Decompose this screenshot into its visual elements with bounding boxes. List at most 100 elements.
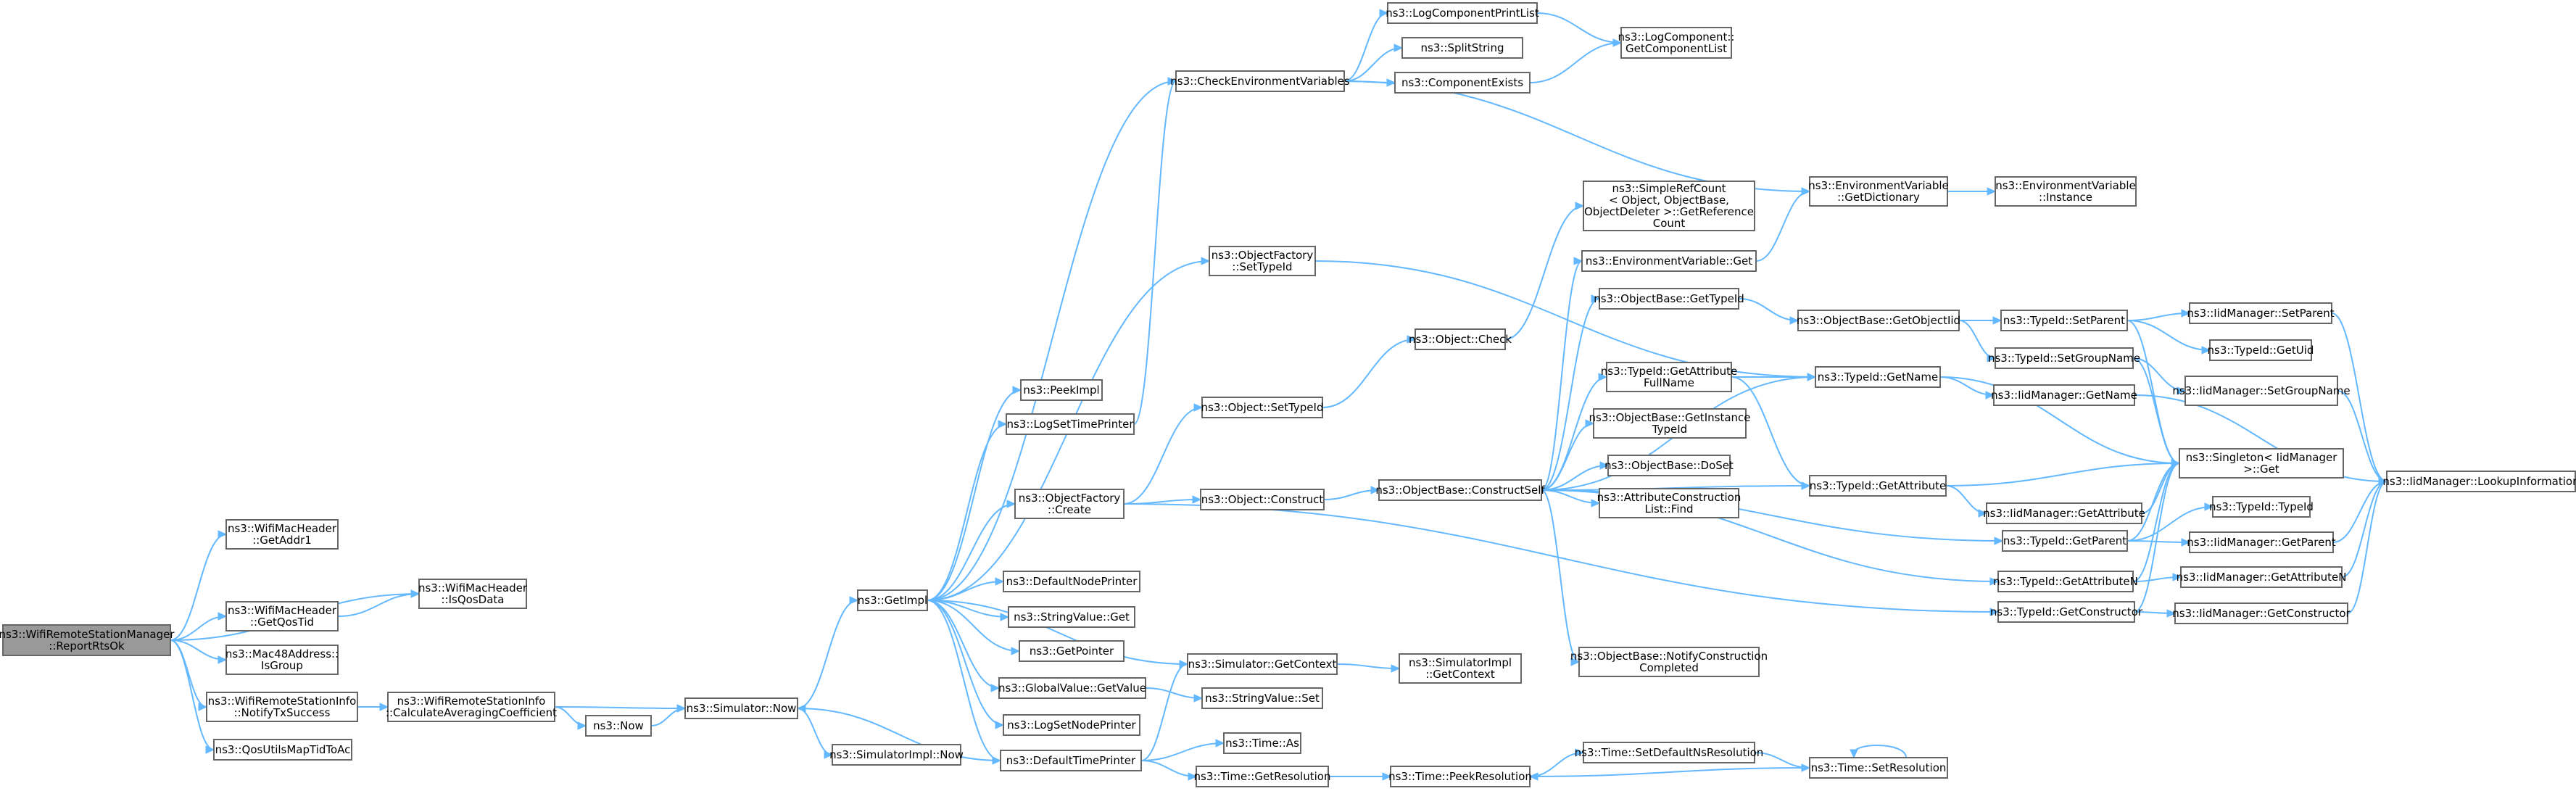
node-tidsetparent[interactable]: ns3::TypeId::SetParent	[2000, 310, 2128, 331]
node-iidgetname[interactable]: ns3::IidManager::GetName	[1991, 384, 2137, 406]
node-label: ns3::SplitString	[1421, 41, 1504, 54]
node-tidsetgroup[interactable]: ns3::TypeId::SetGroupName	[1988, 347, 2140, 369]
node-objcheck[interactable]: ns3::Object::Check	[1409, 328, 1512, 350]
node-compexists[interactable]: ns3::ComponentExists	[1394, 72, 1531, 94]
node-strvalset[interactable]: ns3::StringValue::Set	[1201, 687, 1323, 709]
node-label: ns3::IidManager::SetGroupName	[2172, 384, 2350, 397]
edge-constructself-to-getinsttid	[1541, 419, 1595, 491]
node-envget[interactable]: ns3::EnvironmentVariable::Get	[1581, 250, 1757, 272]
edge-objbasegettid-to-getobjiid	[1738, 298, 1800, 325]
node-isgroup[interactable]: ns3::Mac48Address::IsGroup	[225, 645, 339, 675]
node-deftimeprinter[interactable]: ns3::DefaultTimePrinter	[1000, 750, 1142, 771]
node-simnow[interactable]: ns3::Simulator::Now	[684, 697, 798, 719]
edge-constructself-to-envget	[1541, 257, 1583, 491]
node-objconstruct[interactable]: ns3::Object::Construct	[1200, 489, 1325, 510]
node-tidtid[interactable]: ns3::TypeId::TypeId	[2209, 496, 2314, 518]
node-logsetnode[interactable]: ns3::LogSetNodePrinter	[1003, 714, 1140, 736]
node-label: ns3::DefaultNodePrinter	[1006, 575, 1138, 588]
node-singletonget[interactable]: ns3::Singleton< IidManager>::Get	[2179, 448, 2344, 479]
node-label: ns3::TypeId::GetName	[1818, 370, 1938, 384]
node-getpointer[interactable]: ns3::GetPointer	[1019, 640, 1125, 662]
edge-checkenv-to-logcomplist	[1343, 9, 1389, 82]
node-timesetres[interactable]: ns3::Time::SetResolution	[1809, 757, 1948, 779]
node-box	[1187, 653, 1338, 675]
node-getimpl[interactable]: ns3::GetImpl	[857, 589, 928, 611]
node-box	[1390, 766, 1531, 787]
node-tidgetconstructor[interactable]: ns3::TypeId::GetConstructor	[1990, 601, 2143, 623]
node-iidgetattr[interactable]: ns3::IidManager::GetAttribute	[1983, 502, 2145, 524]
node-checkenv[interactable]: ns3::CheckEnvironmentVariables	[1170, 70, 1350, 92]
node-box	[1583, 181, 1755, 231]
node-getobjiid[interactable]: ns3::ObjectBase::GetObjectIid	[1797, 310, 1960, 331]
node-constructself[interactable]: ns3::ObjectBase::ConstructSelf	[1375, 479, 1545, 501]
node-getcomplist[interactable]: ns3::LogComponent::GetComponentList	[1618, 27, 1735, 59]
node-label: ns3::SimpleRefCount	[1612, 182, 1726, 195]
node-label: < Object, ObjectBase,	[1609, 194, 1729, 207]
node-box	[1986, 502, 2142, 524]
edge-tidsetparent-to-iidsetparent	[2126, 309, 2191, 321]
node-objfactcreate[interactable]: ns3::ObjectFactory::Create	[1014, 489, 1125, 519]
node-doset[interactable]: ns3::ObjectBase::DoSet	[1604, 455, 1734, 476]
node-timeas[interactable]: ns3::Time::As	[1223, 732, 1301, 754]
node-setdefnsres[interactable]: ns3::Time::SetDefaultNsResolution	[1575, 742, 1764, 763]
node-label: ns3::IidManager::GetAttributeN	[2177, 571, 2347, 584]
node-stringvalget[interactable]: ns3::StringValue::Get	[1008, 606, 1135, 628]
node-timepeekres[interactable]: ns3::Time::PeekResolution	[1388, 766, 1532, 787]
node-iidgetattrn[interactable]: ns3::IidManager::GetAttributeN	[2177, 566, 2347, 588]
node-notifytx[interactable]: ns3::WifiRemoteStationInfo::NotifyTxSucc…	[206, 692, 358, 722]
node-tidgetattrn[interactable]: ns3::TypeId::GetAttributeN	[1993, 571, 2138, 592]
node-isqosdata[interactable]: ns3::WifiMacHeader::IsQosData	[418, 579, 528, 609]
node-label: ::NotifyTxSuccess	[234, 706, 331, 719]
node-tidgetparent[interactable]: ns3::TypeId::GetParent	[2002, 530, 2128, 552]
node-iidgetconstructor[interactable]: ns3::IidManager::GetConstructor	[2172, 602, 2351, 624]
node-simimplnow[interactable]: ns3::SimulatorImpl::Now	[829, 744, 964, 766]
node-getqostid[interactable]: ns3::WifiMacHeader::GetQosTid	[225, 601, 339, 631]
node-envgetdict[interactable]: ns3::EnvironmentVariable::GetDictionary	[1808, 176, 1949, 207]
node-qosutils[interactable]: ns3::QosUtilsMapTidToAc	[213, 739, 352, 761]
node-envinstance[interactable]: ns3::EnvironmentVariable::Instance	[1995, 176, 2137, 207]
node-box	[1399, 653, 1522, 684]
node-objfactsettid[interactable]: ns3::ObjectFactory::SetTypeId	[1209, 246, 1316, 276]
node-notifyconstcomp[interactable]: ns3::ObjectBase::NotifyConstructionCompl…	[1570, 647, 1768, 677]
node-label: ns3::ObjectBase::GetInstance	[1589, 411, 1751, 424]
node-peekimpl[interactable]: ns3::PeekImpl	[1020, 379, 1103, 401]
edge-objconstruct-to-constructself	[1323, 486, 1380, 500]
node-tidgetuid[interactable]: ns3::TypeId::GetUid	[2208, 339, 2314, 361]
edge-envgetdict-to-envinstance	[1947, 187, 1997, 196]
node-objbasegettid[interactable]: ns3::ObjectBase::GetTypeId	[1594, 288, 1744, 310]
node-iidlookup[interactable]: ns3::IidManager::LookupInformation	[2382, 471, 2576, 492]
node-label: ns3::Singleton< IidManager	[2186, 451, 2338, 464]
node-defnodeprinter[interactable]: ns3::DefaultNodePrinter	[1003, 571, 1140, 592]
node-logcomplist[interactable]: ns3::LogComponentPrintList	[1386, 2, 1539, 24]
node-now[interactable]: ns3::Now	[585, 715, 652, 737]
node-timegetres[interactable]: ns3::Time::GetResolution	[1194, 766, 1331, 787]
node-iidsetparent[interactable]: ns3::IidManager::SetParent	[2187, 302, 2335, 324]
node-logsettime[interactable]: ns3::LogSetTimePrinter	[1006, 413, 1135, 435]
node-simimplgetctx[interactable]: ns3::SimulatorImpl::GetContext	[1399, 653, 1522, 684]
node-label: ns3::WifiMacHeader	[228, 522, 337, 535]
node-getaddr1[interactable]: ns3::WifiMacHeader::GetAddr1	[225, 519, 339, 550]
edge-logcomplist-to-getcomplist	[1536, 12, 1623, 47]
node-splitstring[interactable]: ns3::SplitString	[1401, 37, 1523, 59]
node-box	[1809, 176, 1948, 207]
node-box	[1599, 288, 1739, 310]
node-tidgetattr[interactable]: ns3::TypeId::GetAttribute	[1809, 475, 1947, 497]
node-label: Completed	[1639, 661, 1699, 674]
node-globalvalget[interactable]: ns3::GlobalValue::GetValue	[998, 677, 1146, 699]
node-simgetctx[interactable]: ns3::Simulator::GetContext	[1187, 653, 1338, 675]
node-iidgetparent[interactable]: ns3::IidManager::GetParent	[2187, 531, 2336, 553]
node-tidgetname[interactable]: ns3::TypeId::GetName	[1815, 366, 1941, 388]
node-box	[1175, 70, 1345, 92]
node-simplerefcount[interactable]: ns3::SimpleRefCount< Object, ObjectBase,…	[1583, 181, 1755, 231]
node-objsettid[interactable]: ns3::Object::SetTypeId	[1201, 397, 1324, 418]
node-calcavg[interactable]: ns3::WifiRemoteStationInfo::CalculateAve…	[386, 692, 557, 722]
node-iidsetgroup[interactable]: ns3::IidManager::SetGroupName	[2172, 376, 2351, 406]
node-root[interactable]: ns3::WifiRemoteStationManager::ReportRts…	[0, 624, 175, 656]
edge-checkenv-to-splitstring	[1343, 44, 1404, 82]
edge-getobjiid-to-tidsetparent	[1959, 316, 2003, 325]
node-label: ns3::TypeId::GetUid	[2208, 344, 2314, 357]
node-label: ::SetTypeId	[1232, 260, 1292, 273]
